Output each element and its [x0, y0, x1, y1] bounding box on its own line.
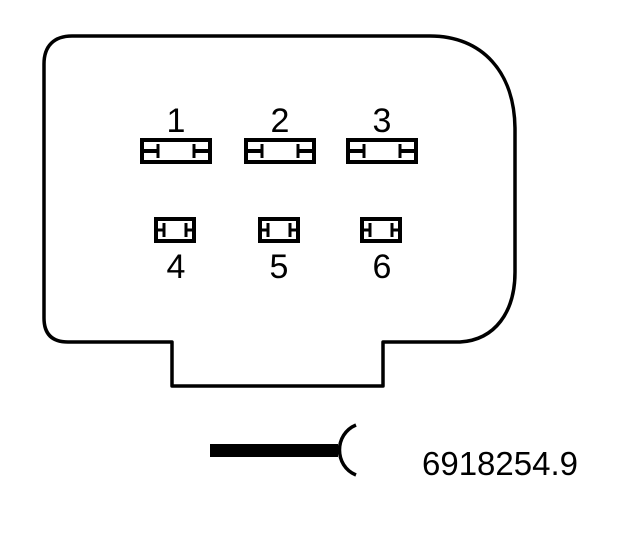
- terminal-6: [360, 217, 402, 243]
- terminal-4: [154, 217, 196, 243]
- terminal-3: [346, 138, 418, 164]
- terminal-1: [140, 138, 212, 164]
- pin-number-3: 3: [373, 102, 392, 140]
- reference-number: 6918254.9: [422, 445, 578, 482]
- pin-number-1: 1: [167, 102, 186, 140]
- terminal-2: [244, 138, 316, 164]
- pin-number-4: 4: [167, 248, 186, 286]
- pin-number-6: 6: [373, 248, 392, 286]
- terminal-5: [258, 217, 300, 243]
- pin-number-5: 5: [270, 248, 289, 286]
- wire-harness-icon: [210, 423, 357, 477]
- pin-number-2: 2: [271, 102, 290, 140]
- connector-housing: [42, 34, 517, 388]
